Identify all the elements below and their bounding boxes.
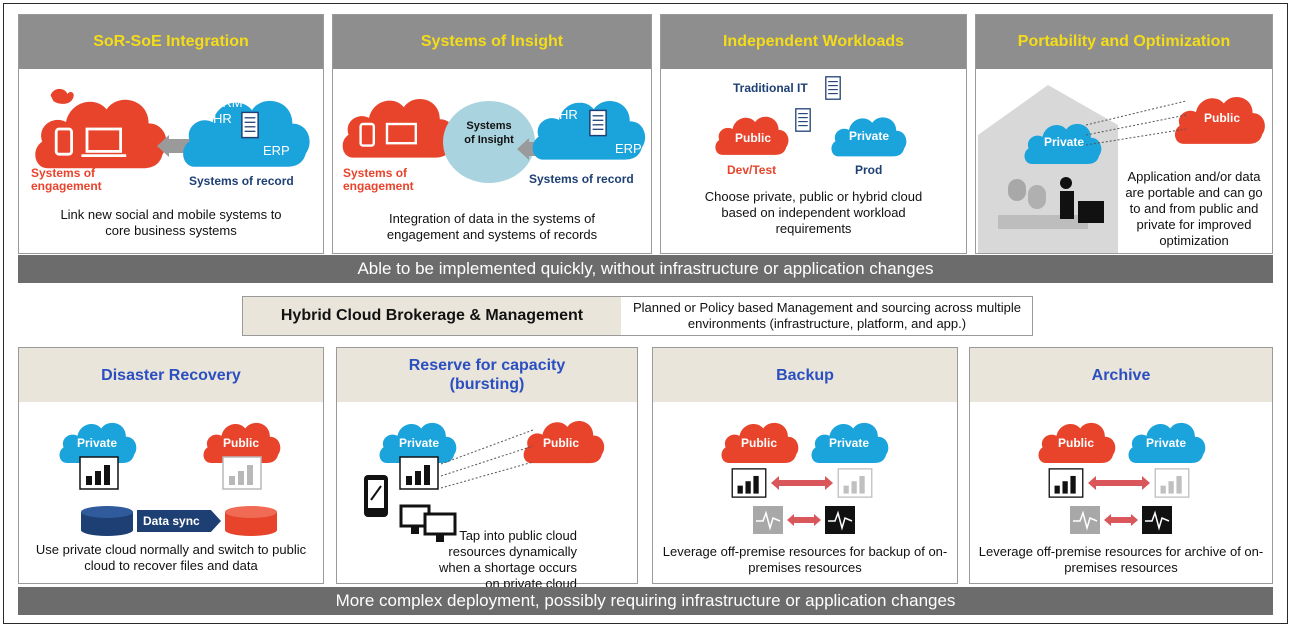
systems-of-record-label: Systems of record — [529, 172, 634, 186]
database-icon — [81, 506, 133, 536]
smartphone-icon — [364, 475, 388, 517]
bar-chart-icon — [399, 456, 439, 490]
panel-archive: Archive Public Private Leverage off-prem… — [969, 347, 1273, 584]
hr-label: HR — [213, 111, 232, 126]
crm-label: CRM — [559, 91, 589, 106]
database-icon — [225, 506, 277, 536]
data-sync-arrow — [137, 510, 221, 532]
broker-title: Hybrid Cloud Brokerage & Management — [243, 297, 621, 335]
panel-title: Archive — [970, 348, 1272, 402]
panel-description: Tap into public cloud resources dynamica… — [438, 528, 577, 591]
panel-sor-soe-integration: SoR-SoE Integration CRM HR ERP Systems o… — [18, 14, 324, 254]
systems-of-engagement-label: Systems of engagement — [343, 166, 414, 193]
bar-chart-icon — [1154, 468, 1190, 498]
panel-portability-optimization: Portability and Optimization Private Pub… — [975, 14, 1273, 254]
public-cloud-label: Public — [741, 436, 778, 450]
panel-backup: Backup Public Private Leverage off-premi… — [652, 347, 958, 584]
traditional-it-label: Traditional IT — [733, 81, 808, 95]
systems-of-insight-label: Systems of Insight — [464, 120, 514, 146]
server-icon — [795, 107, 811, 133]
panel-title: Reserve for capacity (bursting) — [337, 348, 637, 402]
systems-of-insight-circle — [443, 101, 535, 183]
panel-title: Disaster Recovery — [19, 348, 323, 402]
public-cloud-label: Public — [1204, 111, 1241, 125]
systems-of-engagement-cloud-icon — [339, 81, 459, 167]
bursting-dotted-lines — [441, 429, 534, 489]
public-cloud-label: Public — [223, 436, 260, 450]
private-cloud-label: Private — [849, 129, 890, 143]
panel-description: Integration of data in the systems of en… — [386, 211, 598, 242]
sync-arrow-icon — [787, 514, 821, 526]
panel-disaster-recovery: Disaster Recovery Private Public Data sy… — [18, 347, 324, 584]
pulse-monitor-icon — [825, 506, 855, 534]
panel-description: Choose private, public or hybrid cloud b… — [704, 189, 923, 236]
hr-label: HR — [559, 107, 578, 122]
panel-description: Application and/or data are portable and… — [1125, 169, 1263, 248]
panel-description: Use private cloud normally and switch to… — [35, 542, 307, 573]
crm-label: CRM — [213, 95, 243, 110]
panel-systems-of-insight: Systems of Insight Systems of Insight CR… — [332, 14, 652, 254]
bar-chart-icon — [222, 456, 262, 490]
bar-chart-icon — [79, 456, 119, 490]
bar-chart-icon — [731, 468, 767, 498]
erp-label: ERP — [615, 141, 642, 156]
hybrid-cloud-brokerage-box: Hybrid Cloud Brokerage & Management Plan… — [242, 296, 1033, 336]
private-cloud-label: Private — [399, 436, 440, 450]
private-cloud-label: Private — [1146, 436, 1187, 450]
desktop-icon — [399, 504, 457, 542]
sync-arrow-icon — [1088, 476, 1150, 490]
private-cloud-label: Private — [829, 436, 870, 450]
panel-title: Independent Workloads — [661, 15, 966, 69]
dev-test-label: Dev/Test — [727, 163, 777, 177]
private-cloud-label: Private — [1044, 135, 1085, 149]
panel-title: Backup — [653, 348, 957, 402]
systems-of-engagement-label: Systems of engagement — [31, 166, 102, 193]
panel-description: Leverage off-premise resources for backu… — [662, 544, 948, 575]
public-cloud-label: Public — [735, 131, 772, 145]
sync-arrow-icon — [1104, 514, 1138, 526]
public-cloud-label: Public — [1058, 436, 1095, 450]
data-sync-label: Data sync — [143, 514, 200, 528]
diagram-frame — [3, 3, 1288, 624]
panel-title: Portability and Optimization — [976, 15, 1272, 69]
bar-chart-icon — [1048, 468, 1084, 498]
public-cloud-label: Public — [543, 436, 580, 450]
pulse-monitor-icon — [753, 506, 783, 534]
broker-description: Planned or Policy based Management and s… — [632, 300, 1022, 331]
panel-reserve-for-capacity: Reserve for capacity (bursting) Private … — [336, 347, 638, 591]
server-icon — [825, 75, 841, 101]
portability-dotted-lines — [1086, 100, 1187, 146]
pulse-monitor-icon — [1070, 506, 1100, 534]
bottom-footer-banner: More complex deployment, possibly requir… — [18, 587, 1273, 615]
bar-chart-icon — [837, 468, 873, 498]
pulse-monitor-icon — [1142, 506, 1172, 534]
server-icon — [241, 111, 259, 139]
panel-independent-workloads: Independent Workloads Traditional IT Pub… — [660, 14, 967, 254]
systems-of-engagement-cloud-icon — [31, 88, 171, 177]
private-cloud-label: Private — [77, 436, 118, 450]
panel-description: Leverage off-premise resources for archi… — [978, 544, 1264, 575]
top-footer-banner: Able to be implemented quickly, without … — [18, 255, 1273, 283]
sync-arrow-icon — [771, 476, 833, 490]
panel-description: Link new social and mobile systems to co… — [60, 207, 282, 238]
prod-label: Prod — [855, 163, 883, 177]
erp-label: ERP — [263, 143, 290, 158]
server-icon — [589, 109, 607, 137]
systems-of-record-label: Systems of record — [189, 174, 294, 188]
panel-title: Systems of Insight — [333, 15, 651, 69]
panel-title: SoR-SoE Integration — [19, 15, 323, 69]
